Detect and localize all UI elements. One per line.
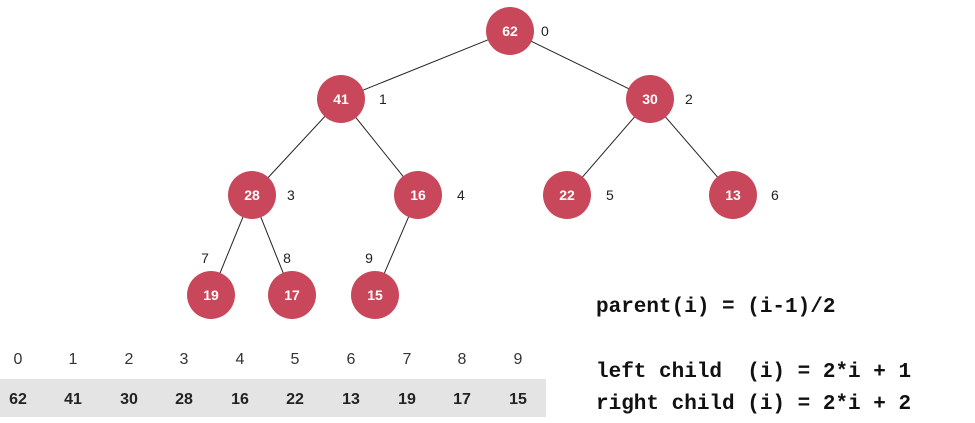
tree-edge — [259, 215, 285, 275]
node-index-label: 3 — [287, 187, 295, 203]
node-value: 19 — [203, 287, 219, 303]
array-value-cell: 28 — [175, 391, 193, 408]
node-circle — [394, 171, 442, 219]
array-index-label: 8 — [458, 351, 467, 368]
array-value-cell: 62 — [9, 391, 27, 408]
node-value: 30 — [642, 91, 658, 107]
node-value: 28 — [244, 187, 260, 203]
tree-edge — [218, 215, 245, 275]
node-index-label: 1 — [379, 91, 387, 107]
left-child-formula: left child (i) = 2*i + 1 — [596, 361, 912, 384]
node-circle — [228, 171, 276, 219]
tree-edge — [383, 215, 410, 275]
tree-node: 30 2 — [626, 75, 693, 123]
node-index-label: 9 — [365, 250, 373, 266]
tree-edge — [266, 114, 327, 180]
tree-nodes: 62 0 41 1 30 2 28 3 16 4 22 5 13 6 19 7 17 8 15 9 — [187, 7, 779, 319]
node-index-label: 2 — [685, 91, 693, 107]
node-index-label: 8 — [283, 250, 291, 266]
node-circle — [268, 271, 316, 319]
node-value: 13 — [725, 187, 741, 203]
node-circle — [351, 271, 399, 319]
tree-edge — [354, 115, 405, 179]
array-background — [0, 379, 546, 417]
tree-node: 22 5 — [543, 171, 614, 219]
node-value: 16 — [410, 187, 426, 203]
parent-formula: parent(i) = (i-1)/2 — [596, 296, 836, 319]
tree-node: 13 6 — [709, 171, 779, 219]
node-circle — [187, 271, 235, 319]
tree-edge — [529, 40, 631, 90]
array-index-label: 6 — [347, 351, 356, 368]
array-value-cell: 19 — [398, 391, 416, 408]
heap-array: 0 1 2 3 4 5 6 7 8 9 62 41 30 28 16 22 13 19 17 15 — [0, 351, 546, 417]
node-index-label: 7 — [201, 250, 209, 266]
array-value-cell: 16 — [231, 391, 249, 408]
array-value-cell: 41 — [64, 391, 82, 408]
tree-node: 17 8 — [268, 250, 316, 319]
array-index-label: 5 — [291, 351, 300, 368]
tree-node: 62 0 — [486, 7, 549, 55]
node-circle — [543, 171, 591, 219]
node-index-label: 5 — [606, 187, 614, 203]
array-index-label: 7 — [403, 351, 412, 368]
tree-node: 19 7 — [187, 250, 235, 319]
array-index-label: 2 — [125, 351, 134, 368]
tree-edges — [218, 38, 719, 275]
node-value: 41 — [333, 91, 349, 107]
array-index-label: 9 — [514, 351, 523, 368]
node-circle — [317, 75, 365, 123]
array-value-cell: 13 — [342, 391, 360, 408]
node-index-label: 4 — [457, 187, 465, 203]
tree-node: 15 9 — [351, 250, 399, 319]
node-circle — [626, 75, 674, 123]
tree-edge — [361, 38, 490, 92]
node-index-label: 6 — [771, 187, 779, 203]
array-index-label: 4 — [236, 351, 245, 368]
node-value: 15 — [367, 287, 383, 303]
node-index-label: 0 — [541, 23, 549, 39]
node-value: 17 — [284, 287, 300, 303]
array-index-label: 3 — [180, 351, 189, 368]
tree-node: 16 4 — [394, 171, 465, 219]
array-index-label: 1 — [69, 351, 78, 368]
array-value-cell: 17 — [453, 391, 471, 408]
array-index-label: 0 — [14, 351, 23, 368]
array-value-cell: 22 — [286, 391, 304, 408]
node-value: 22 — [559, 187, 575, 203]
tree-node: 41 1 — [317, 75, 387, 123]
tree-edge — [581, 115, 636, 179]
node-circle — [709, 171, 757, 219]
tree-node: 28 3 — [228, 171, 295, 219]
tree-edge — [664, 115, 719, 179]
node-circle — [486, 7, 534, 55]
node-value: 62 — [502, 23, 518, 39]
right-child-formula: right child (i) = 2*i + 2 — [596, 393, 912, 416]
array-value-cell: 15 — [509, 391, 527, 408]
array-value-cell: 30 — [120, 391, 138, 408]
